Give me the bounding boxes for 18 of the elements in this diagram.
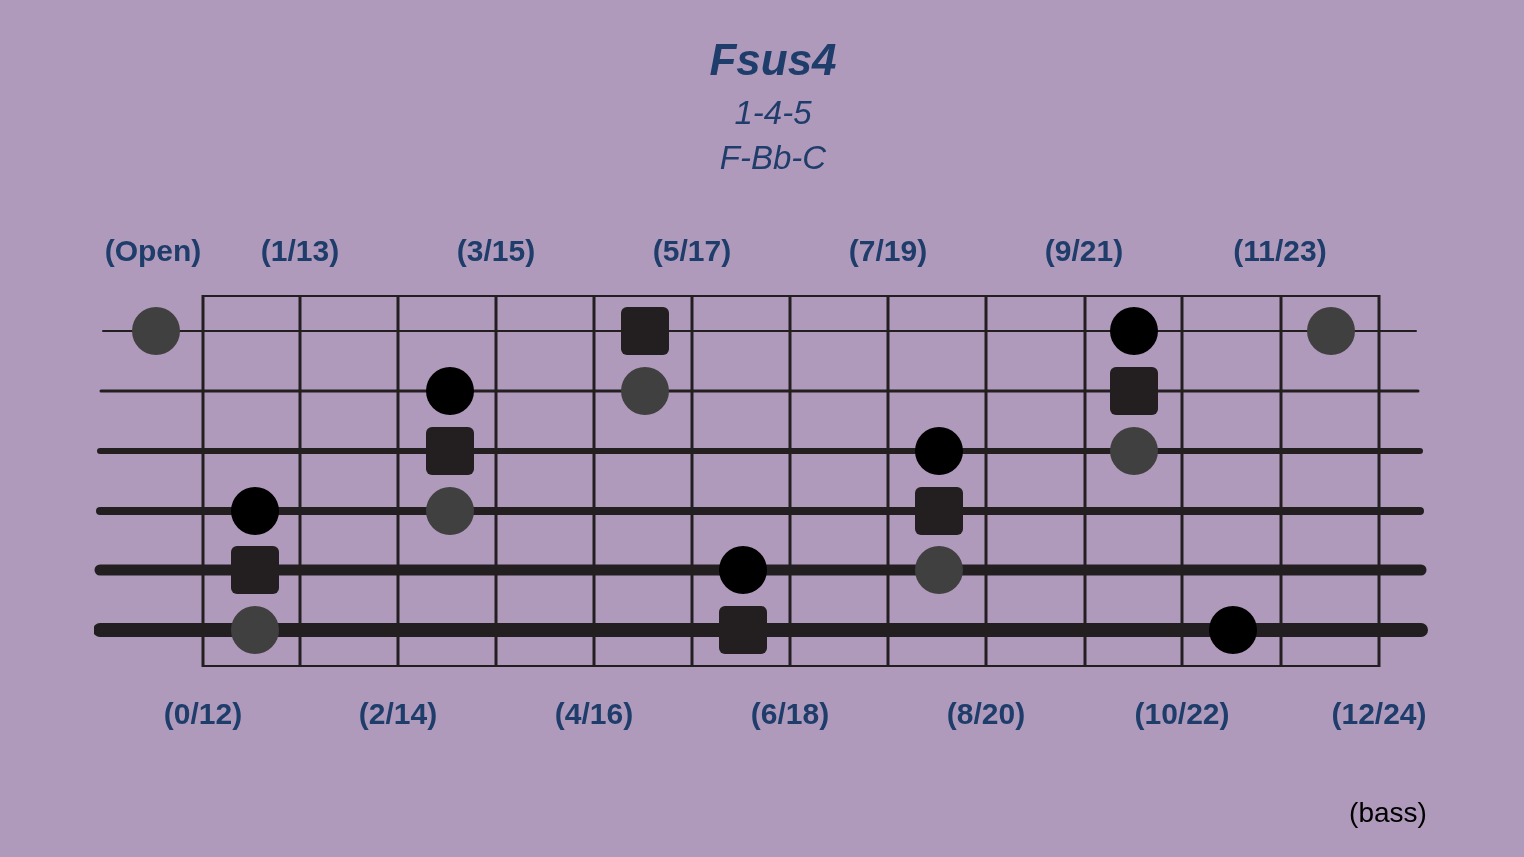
fret-label: (3/15) [456, 233, 536, 269]
fret-label: (0/12) [163, 696, 243, 732]
fret-label: (Open) [104, 233, 202, 269]
fret-label: (8/20) [946, 696, 1026, 732]
chord-title: Fsus4 [709, 34, 837, 86]
fret-label: (5/17) [652, 233, 732, 269]
fret-label: (7/19) [848, 233, 928, 269]
fret-label: (2/14) [358, 696, 438, 732]
fret-label: (11/23) [1233, 233, 1327, 269]
interval-formula: 1-4-5 [734, 94, 812, 132]
fret-label: (4/16) [554, 696, 634, 732]
fret-label: (12/24) [1331, 696, 1427, 732]
fret-label: (6/18) [750, 696, 830, 732]
fret-label: (10/22) [1134, 696, 1230, 732]
instrument-note: (bass) [1349, 796, 1427, 830]
fret-label: (1/13) [260, 233, 340, 269]
note-names: F-Bb-C [719, 139, 827, 177]
fret-label: (9/21) [1044, 233, 1124, 269]
